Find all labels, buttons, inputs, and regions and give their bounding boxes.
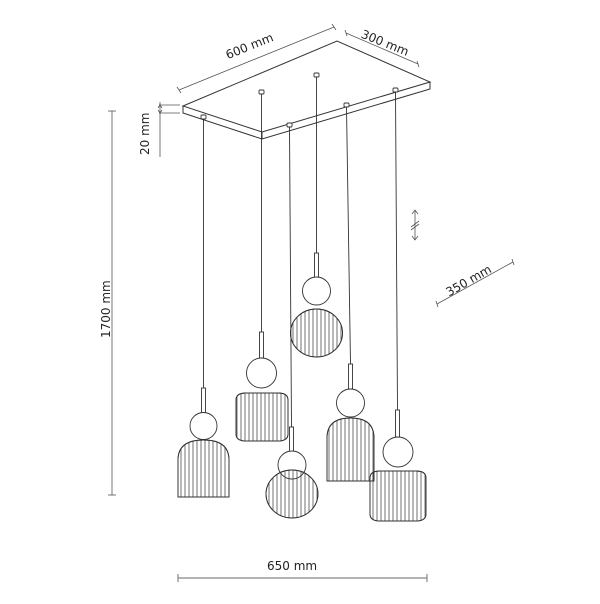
pendant-2 <box>235 89 289 442</box>
dimension-line-350 <box>435 258 515 308</box>
dimension-line-1700 <box>108 110 116 496</box>
dimension-line-600 <box>176 23 337 94</box>
dimension-label-20: 20 mm <box>138 112 152 155</box>
pendant-3 <box>265 122 319 519</box>
pendant-5 <box>326 102 375 482</box>
dimension-label-1700: 1700 mm <box>99 280 113 338</box>
dimension-line-20 <box>157 102 180 157</box>
pendant-4 <box>290 72 343 358</box>
dimension-line-300 <box>344 29 420 68</box>
dimension-line-650 <box>177 574 428 582</box>
canopy <box>181 40 432 140</box>
pendant-1 <box>177 114 230 498</box>
dimension-label-650: 650 mm <box>267 559 318 573</box>
pendant-6 <box>369 87 427 522</box>
adjustable-height-icon <box>410 209 420 241</box>
